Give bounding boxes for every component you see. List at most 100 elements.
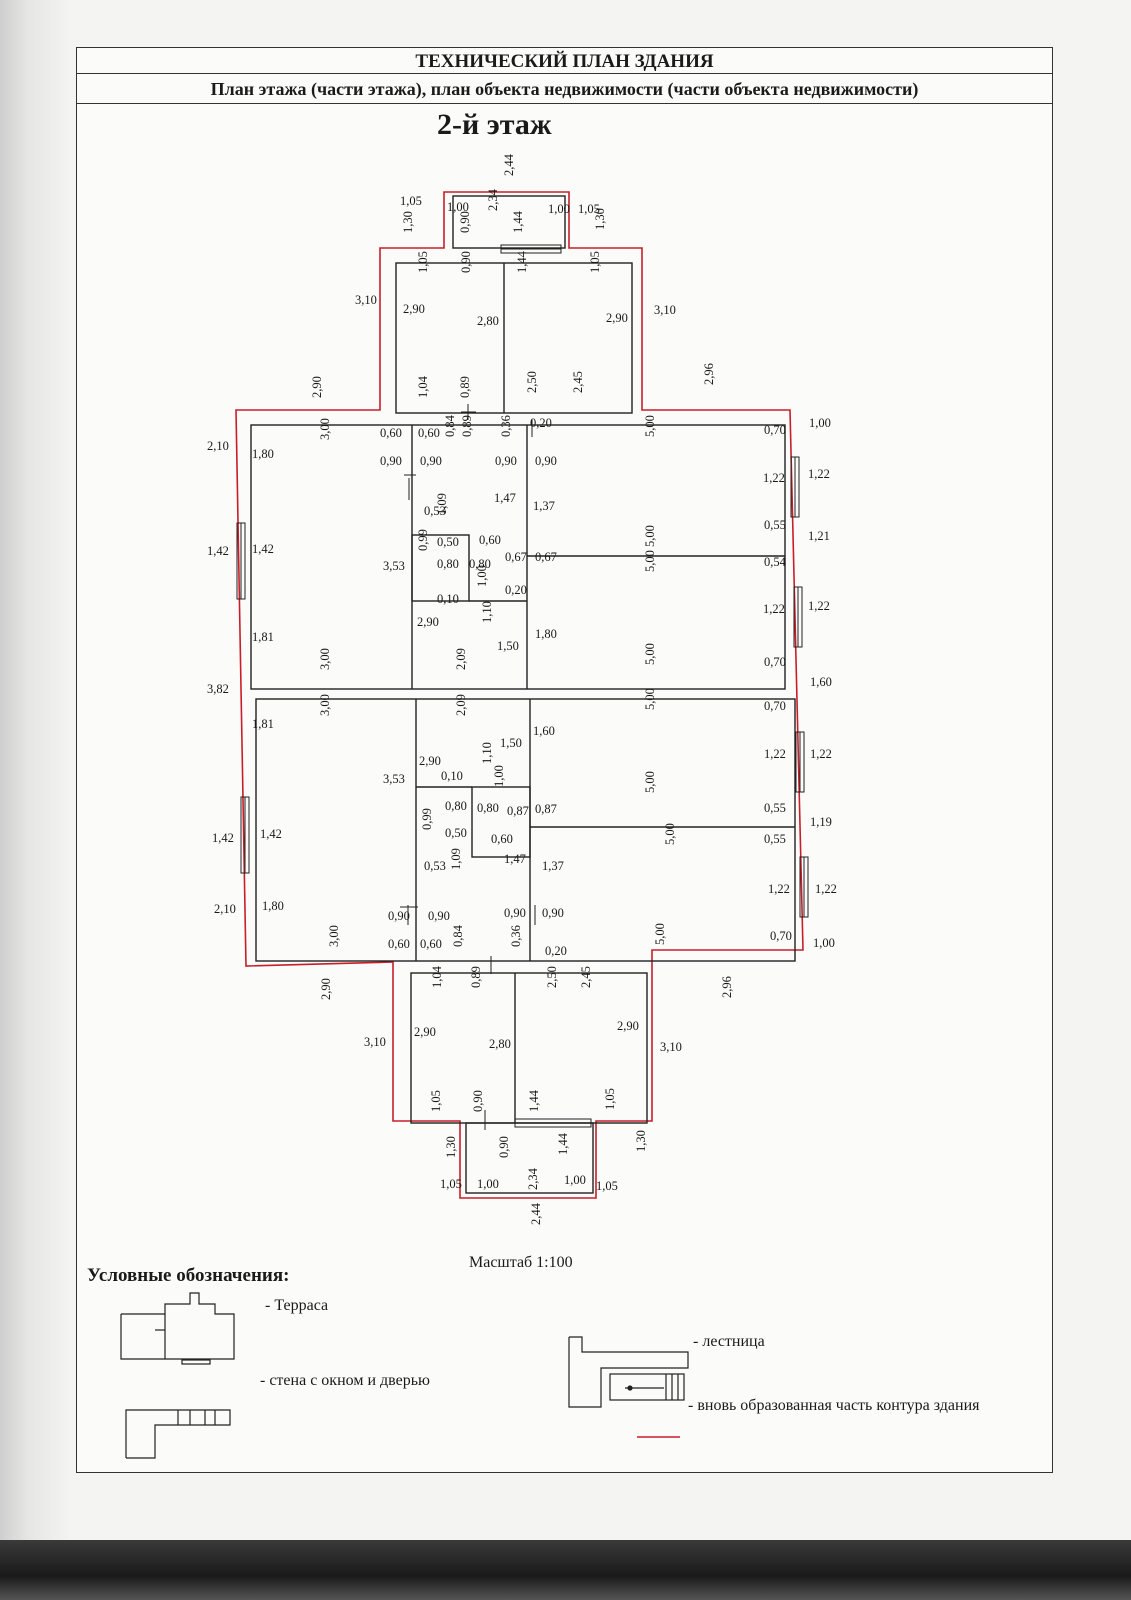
dimension-label: 0,70 bbox=[770, 929, 792, 943]
dimension-label: 1,30 bbox=[444, 1136, 458, 1158]
dimension-label: 3,00 bbox=[318, 418, 332, 440]
dimension-label: 0,36 bbox=[499, 415, 513, 437]
windows bbox=[236, 244, 809, 1130]
dimension-label: 3,10 bbox=[355, 293, 377, 307]
dimension-label: 1,80 bbox=[535, 627, 557, 641]
dimension-label: 0,60 bbox=[418, 426, 440, 440]
dimension-label: 0,90 bbox=[504, 906, 526, 920]
dimension-label: 5,00 bbox=[653, 923, 667, 945]
dimension-label: 2,90 bbox=[319, 978, 333, 1000]
dimension-label: 1,42 bbox=[207, 544, 229, 558]
dimension-label: 0,55 bbox=[764, 518, 786, 532]
dimension-label: 0,70 bbox=[764, 655, 786, 669]
dimension-label: 1,37 bbox=[533, 499, 555, 513]
dimension-label: 1,44 bbox=[511, 210, 525, 233]
dimension-label: 0,80 bbox=[477, 801, 499, 815]
dimension-label: 0,70 bbox=[764, 699, 786, 713]
dimension-label: 3,00 bbox=[327, 925, 341, 947]
dimension-label: 0,50 bbox=[445, 826, 467, 840]
dimension-label: 0,89 bbox=[458, 376, 472, 398]
dimension-label: 1,05 bbox=[578, 202, 600, 216]
dimension-label: 2,90 bbox=[417, 615, 439, 629]
dimension-label: 1,42 bbox=[212, 831, 234, 845]
dimension-label: 1,22 bbox=[808, 467, 830, 481]
dimension-label: 3,53 bbox=[383, 559, 405, 573]
dimension-label: 2,45 bbox=[571, 371, 585, 393]
dimension-label: 0,55 bbox=[764, 832, 786, 846]
dimension-label: 0,36 bbox=[509, 925, 523, 947]
dimension-label: 1,05 bbox=[588, 251, 602, 273]
dimension-label: 0,80 bbox=[437, 557, 459, 571]
dimension-label: 0,60 bbox=[491, 832, 513, 846]
dimension-label: 0,90 bbox=[459, 251, 473, 273]
legend-title: Условные обозначения: bbox=[87, 1265, 290, 1286]
dimension-label: 3,53 bbox=[383, 772, 405, 786]
dimension-label: 1,44 bbox=[515, 250, 529, 273]
dimension-label: 1,00 bbox=[475, 565, 489, 587]
dimension-label: 0,90 bbox=[380, 454, 402, 468]
legend-wall-symbol bbox=[125, 1409, 231, 1459]
document-title: ТЕХНИЧЕСКИЙ ПЛАН ЗДАНИЯ bbox=[77, 48, 1052, 74]
dimension-label: 2,09 bbox=[454, 648, 468, 670]
dimension-label: 1,04 bbox=[430, 965, 444, 988]
dimension-label: 0,90 bbox=[542, 906, 564, 920]
dimension-label: 1,09 bbox=[435, 493, 449, 515]
dimension-label: 2,10 bbox=[214, 902, 236, 916]
dimension-label: 0,10 bbox=[441, 769, 463, 783]
dimension-label: 3,00 bbox=[318, 694, 332, 716]
dimension-label: 0,90 bbox=[458, 211, 472, 233]
dimension-label: 3,00 bbox=[318, 648, 332, 670]
dimension-label: 2,34 bbox=[486, 188, 500, 211]
dimension-label: 1,00 bbox=[564, 1173, 586, 1187]
dimension-label: 1,47 bbox=[504, 852, 526, 866]
dimension-label: 2,90 bbox=[414, 1025, 436, 1039]
dimension-label: 2,90 bbox=[606, 311, 628, 325]
dimension-label: 1,04 bbox=[416, 375, 430, 398]
dimension-label: 2,34 bbox=[526, 1167, 540, 1190]
dimension-label: 1,05 bbox=[429, 1090, 443, 1112]
dimension-label: 1,60 bbox=[533, 724, 555, 738]
dimension-label: 1,05 bbox=[416, 251, 430, 273]
scan-left-edge bbox=[0, 0, 72, 1540]
dimension-label: 0,90 bbox=[420, 454, 442, 468]
dimension-label: 0,84 bbox=[443, 414, 457, 437]
dimension-label: 1,00 bbox=[813, 936, 835, 950]
dimension-label: 1,00 bbox=[548, 202, 570, 216]
dimension-label: 2,09 bbox=[454, 694, 468, 716]
scan-bottom-edge bbox=[0, 1540, 1131, 1600]
legend-terrace-label: - Терраса bbox=[265, 1297, 329, 1314]
scale-label: Масштаб 1:100 bbox=[469, 1254, 573, 1271]
dimension-label: 0,90 bbox=[428, 909, 450, 923]
dimension-label: 2,90 bbox=[310, 376, 324, 398]
dimension-label: 5,00 bbox=[643, 550, 657, 572]
dimension-label: 1,22 bbox=[808, 599, 830, 613]
dimension-label: 1,05 bbox=[596, 1179, 618, 1193]
dimension-label: 1,00 bbox=[809, 416, 831, 430]
dimension-label: 0,67 bbox=[535, 550, 557, 564]
dimension-label: 0,89 bbox=[469, 966, 483, 988]
dimension-label: 1,80 bbox=[262, 899, 284, 913]
dimension-label: 0,53 bbox=[424, 504, 446, 518]
dimension-label: 2,90 bbox=[617, 1019, 639, 1033]
dimension-label: 0,20 bbox=[530, 416, 552, 430]
dimension-label: 0,84 bbox=[451, 924, 465, 947]
legend-contour-label: - вновь образованная часть контура здани… bbox=[688, 1397, 980, 1414]
dimension-label: 3,82 bbox=[207, 682, 229, 696]
dimension-label: 1,44 bbox=[556, 1132, 570, 1155]
dimension-label: 1,19 bbox=[810, 815, 832, 829]
dimension-label: 0,60 bbox=[479, 533, 501, 547]
dimension-label: 2,44 bbox=[529, 1202, 543, 1225]
dimension-label: 0,54 bbox=[764, 555, 787, 569]
dimension-label: 1,05 bbox=[440, 1177, 462, 1191]
drawing-sheet: ТЕХНИЧЕСКИЙ ПЛАН ЗДАНИЯ План этажа (част… bbox=[76, 47, 1053, 1473]
dimension-label: 0,87 bbox=[535, 802, 557, 816]
legend-wall-label: - стена с окном и дверью bbox=[260, 1372, 430, 1389]
dimension-label: 5,00 bbox=[643, 415, 657, 437]
dimension-label: 5,00 bbox=[643, 525, 657, 547]
dimension-label: 2,10 bbox=[207, 439, 229, 453]
dimension-label: 0,99 bbox=[416, 529, 430, 551]
dimension-label: 5,00 bbox=[663, 823, 677, 845]
dimension-label: 0,10 bbox=[437, 592, 459, 606]
